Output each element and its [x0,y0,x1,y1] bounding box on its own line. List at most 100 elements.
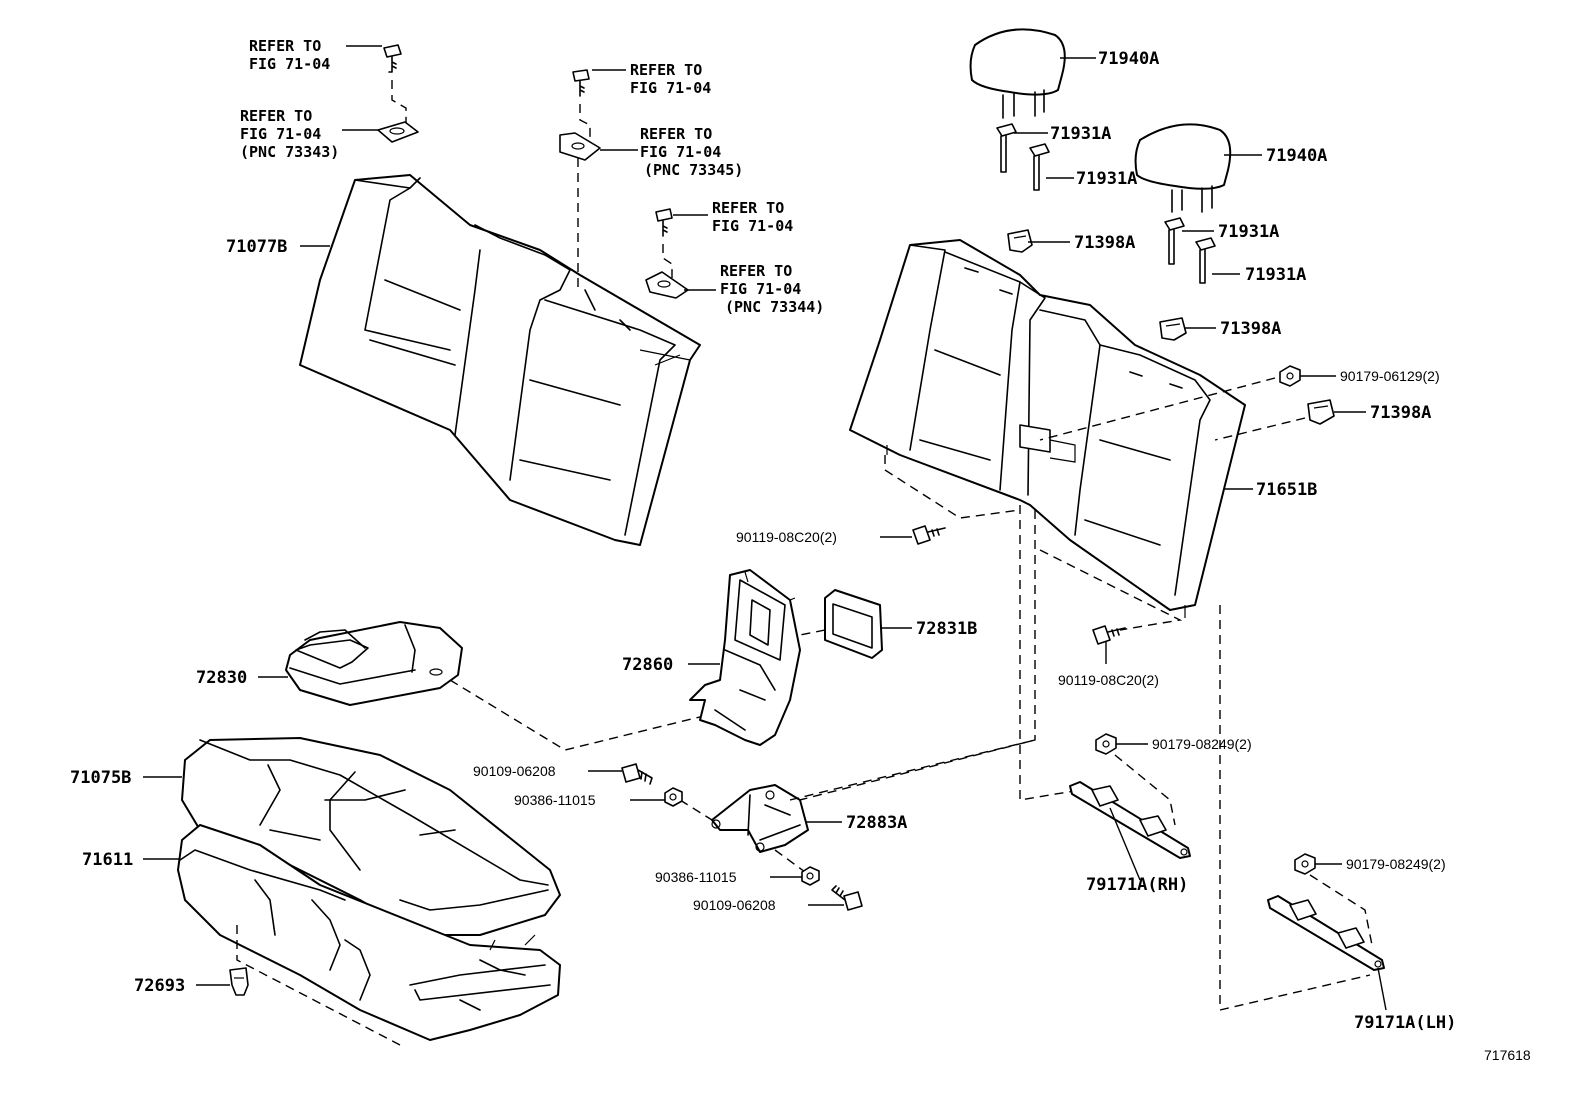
hinge-illustration[interactable] [711,784,809,853]
part-label-90179-08249-lh[interactable]: 90179-08249(2) [1346,856,1446,872]
part-label-72860[interactable]: 72860 [622,655,673,675]
refer-plate-2 [559,132,601,161]
dash-right-bolt [1039,549,1183,631]
guide-illustration-3 [1307,399,1335,425]
part-label-72693[interactable]: 72693 [134,976,185,996]
guide-illustration-2 [1159,317,1187,341]
nut-illustration-b [801,866,820,886]
clip-illustration [229,967,249,996]
cushion-pad-illustration[interactable] [177,824,561,1041]
part-label-71931a-4[interactable]: 71931A [1245,265,1306,285]
part-label-71931a-1[interactable]: 71931A [1050,124,1111,144]
label-refer-2: REFER TO FIG 71-04 (PNC 73343) [240,107,339,161]
refer-2-line-3: (PNC 73343) [240,143,339,161]
part-label-90179-08249-rh[interactable]: 90179-08249(2) [1152,736,1252,752]
part-label-90119-08c20-right[interactable]: 90119-08C20(2) [1058,672,1159,688]
dash-left-bolt [884,455,1021,519]
refer-5-line-1: REFER TO [712,199,784,217]
refer-plate-3 [645,271,689,299]
refer-3-line-1: REFER TO [630,61,702,79]
support-illustration-4 [1195,237,1216,284]
part-label-72883a[interactable]: 72883A [846,813,907,833]
part-label-90386-11015-a[interactable]: 90386-11015 [514,792,596,808]
leader-lines [143,45,1387,1011]
part-label-71398a-1[interactable]: 71398A [1074,233,1135,253]
dash-hinge-top [679,799,713,821]
part-label-71075b[interactable]: 71075B [70,768,131,788]
support-illustration-1 [996,123,1017,173]
refer-6-line-2: FIG 71-04 [720,280,801,298]
dash-nut-rh [1114,754,1176,826]
bolt-illustration-right [1092,625,1126,645]
armrest-illustration[interactable] [285,621,463,706]
part-label-90109-06208-b[interactable]: 90109-06208 [693,897,776,913]
label-refer-3: REFER TO FIG 71-04 [630,61,711,97]
label-refer-6: REFER TO FIG 71-04 (PNC 73344) [720,262,824,316]
refer-5-line-2: FIG 71-04 [712,217,793,235]
refer-6-line-1: REFER TO [720,262,792,280]
part-label-90119-08c20-left[interactable]: 90119-08C20(2) [736,529,837,545]
refer-2-line-1: REFER TO [240,107,312,125]
refer-1-line-2: FIG 71-04 [249,55,330,73]
dash-armrest [449,679,721,751]
part-label-71931a-2[interactable]: 71931A [1076,169,1137,189]
dash-vertical-2 [779,510,1036,806]
guide-illustration-1 [1007,229,1033,253]
part-label-71611[interactable]: 71611 [82,850,133,870]
refer-bolt-1 [383,44,407,125]
part-label-90386-11015-b[interactable]: 90386-11015 [655,869,737,885]
nut-illustration-rh [1095,733,1117,755]
part-label-71940a-1[interactable]: 71940A [1098,49,1159,69]
dash-guide3-to-seat [1214,417,1306,441]
label-refer-5: REFER TO FIG 71-04 [712,199,793,235]
nut-illustration-upper [1279,365,1301,387]
refer-1-line-1: REFER TO [249,37,321,55]
dash-plate [799,629,826,636]
dash-clip [236,925,401,1046]
part-label-71931a-3[interactable]: 71931A [1218,222,1279,242]
part-label-71077b[interactable]: 71077B [226,237,287,257]
support-illustration-2 [1029,143,1050,191]
label-refer-4: REFER TO FIG 71-04 (PNC 73345) [640,125,743,179]
dash-vertical-1 [1019,505,1081,801]
refer-4-line-3: (PNC 73345) [644,161,743,179]
refer-6-line-3: (PNC 73344) [725,298,824,316]
part-label-71940a-2[interactable]: 71940A [1266,146,1327,166]
part-label-90109-06208-a[interactable]: 90109-06208 [473,763,556,779]
illustration-id: 717618 [1484,1047,1531,1063]
dash-vertical-lh [1219,605,1371,1011]
part-label-71398a-2[interactable]: 71398A [1220,319,1281,339]
part-label-72831b[interactable]: 72831B [916,619,977,639]
armrest-plate-illustration[interactable] [824,589,883,659]
part-label-71651b[interactable]: 71651B [1256,480,1317,500]
dash-hinge-right [789,739,1036,801]
bracket-illustration-rh[interactable] [1069,781,1191,859]
headrest-illustration-2[interactable] [1134,123,1232,213]
cushion-cover-illustration[interactable] [181,737,561,936]
label-refer-1: REFER TO FIG 71-04 [249,37,330,73]
part-label-90179-06129[interactable]: 90179-06129(2) [1340,368,1440,384]
nut-illustration-a [664,787,683,807]
armrest-frame-illustration[interactable] [689,569,801,746]
headrest-illustration-1[interactable] [969,28,1066,119]
seatback-cover-illustration[interactable] [299,174,701,546]
refer-3-line-2: FIG 71-04 [630,79,711,97]
nut-illustration-lh [1294,853,1316,875]
seatback-frame-illustration[interactable] [849,239,1246,618]
part-label-79171a-rh[interactable]: 79171A(RH) [1086,875,1188,895]
part-label-71398a-3[interactable]: 71398A [1370,403,1431,423]
dash-nut-lh [1309,874,1373,946]
support-illustration-3 [1164,217,1185,265]
bolt-illustration-a [621,763,653,785]
refer-4-line-2: FIG 71-04 [640,143,721,161]
refer-bolt-2 [572,69,591,140]
refer-plate-1 [377,121,419,143]
bolt-illustration-b [831,885,863,911]
refer-2-line-2: FIG 71-04 [240,125,321,143]
refer-bolt-3 [655,208,673,278]
part-label-72830[interactable]: 72830 [196,668,247,688]
bracket-illustration-lh[interactable] [1267,895,1385,971]
part-label-79171a-lh[interactable]: 79171A(LH) [1354,1013,1456,1033]
refer-4-line-1: REFER TO [640,125,712,143]
